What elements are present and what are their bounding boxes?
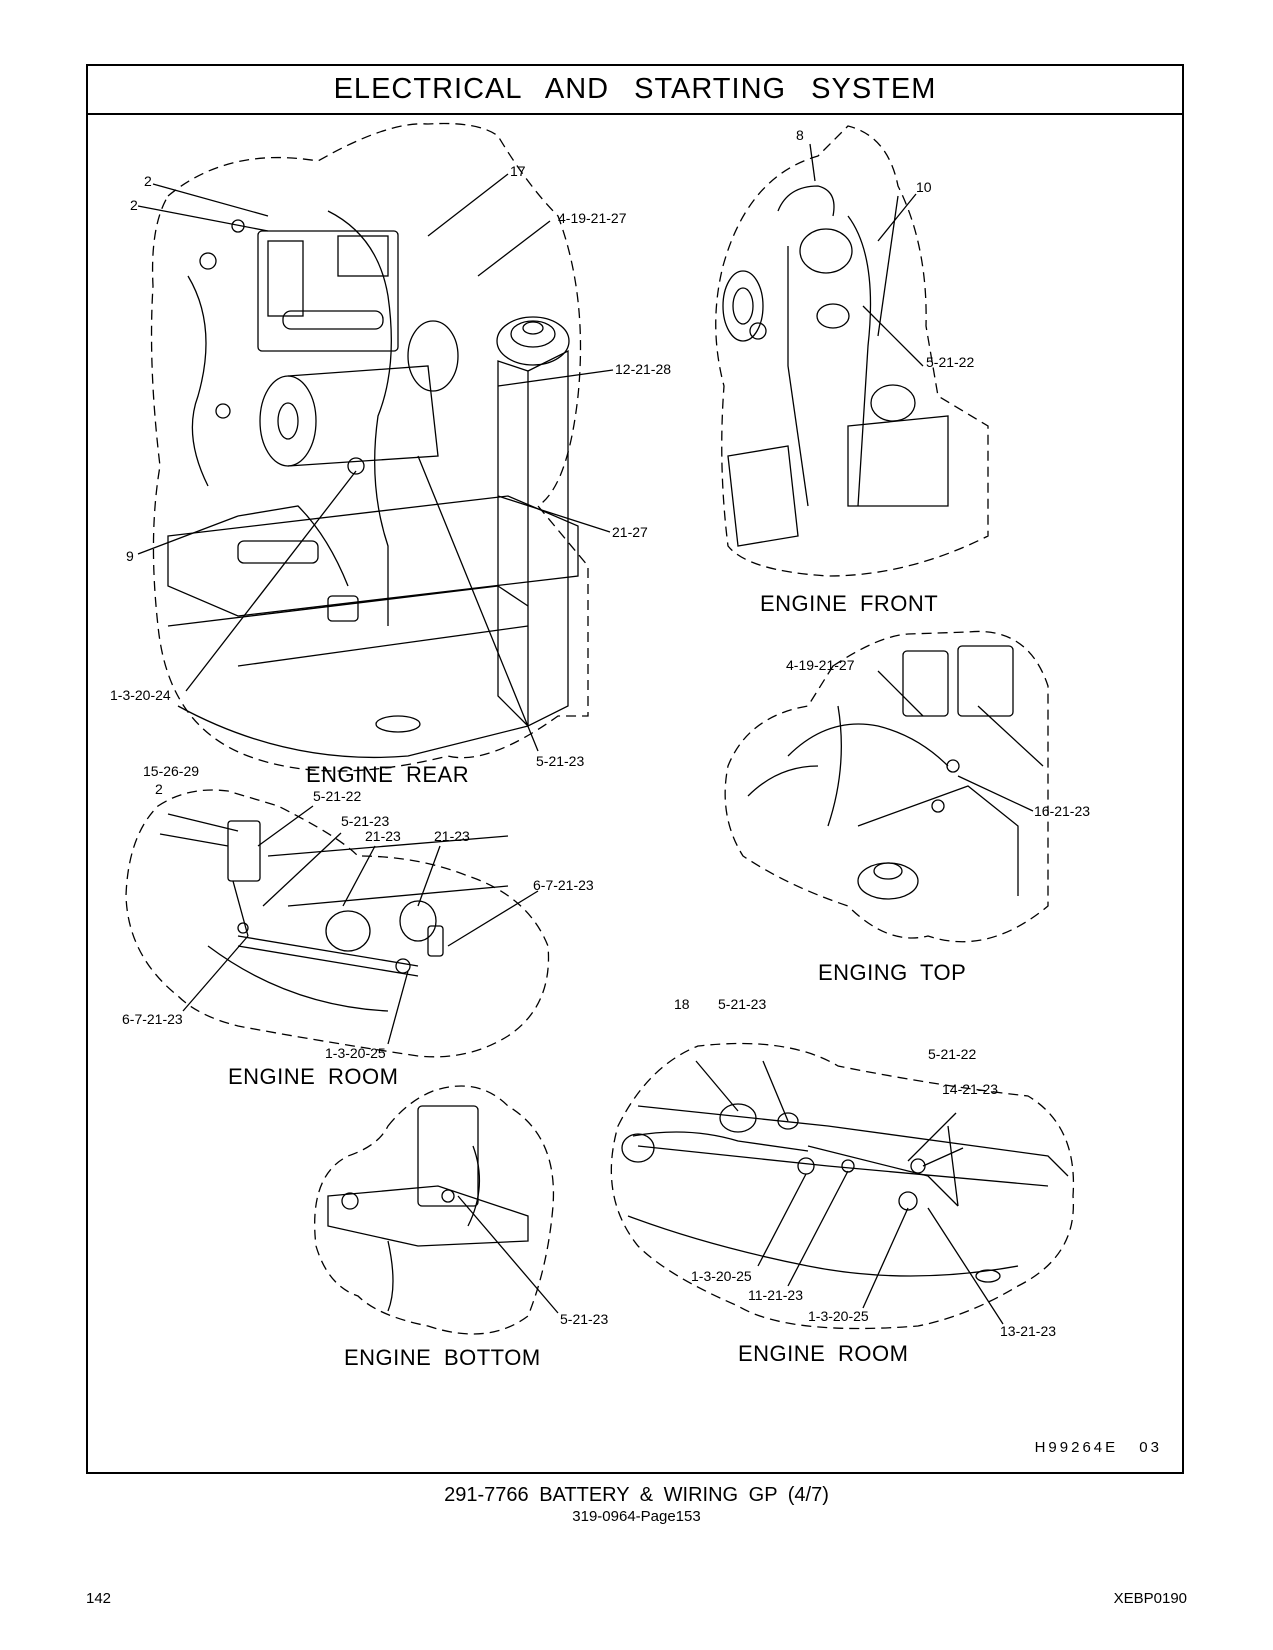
caption-engine-room-left: ENGINE ROOM bbox=[228, 1064, 398, 1089]
callout-roomL-2: 2 bbox=[155, 781, 163, 797]
engine-room-right-view bbox=[610, 1042, 1075, 1330]
callout-front-3: 5-21-22 bbox=[926, 354, 974, 370]
callout-roomL-9: 1-3-20-25 bbox=[325, 1045, 386, 1061]
illustration-reference-code: H99264E 03 bbox=[1034, 1439, 1162, 1456]
callout-rear-5: 12-21-28 bbox=[615, 361, 671, 377]
callout-roomL-1: 15-26-29 bbox=[143, 763, 199, 779]
callout-roomR-1: 18 bbox=[674, 996, 690, 1012]
callout-bottom-1: 5-21-23 bbox=[560, 1311, 608, 1327]
callout-front-2: 10 bbox=[916, 179, 932, 195]
caption-engine-top: ENGING TOP bbox=[818, 960, 966, 985]
callout-rear-9: 5-21-23 bbox=[536, 753, 584, 769]
callout-top-1: 4-19-21-27 bbox=[786, 657, 855, 673]
engine-bottom-view bbox=[314, 1085, 559, 1335]
callout-roomL-3: 5-21-22 bbox=[313, 788, 361, 804]
title-bar: ELECTRICAL AND STARTING SYSTEM bbox=[88, 66, 1182, 115]
caption-engine-room-right: ENGINE ROOM bbox=[738, 1341, 908, 1366]
engine-front-view bbox=[715, 125, 989, 577]
engine-top-view bbox=[724, 630, 1049, 943]
callout-roomR-3: 5-21-22 bbox=[928, 1046, 976, 1062]
callout-roomL-5: 21-23 bbox=[365, 828, 401, 844]
callout-roomR-2: 5-21-23 bbox=[718, 996, 766, 1012]
callout-roomR-5: 1-3-20-25 bbox=[691, 1268, 752, 1284]
document-code: XEBP0190 bbox=[1113, 1590, 1187, 1607]
page-reference: 319-0964-Page153 bbox=[572, 1508, 701, 1525]
callout-rear-2: 2 bbox=[130, 197, 138, 213]
callout-rear-4: 4-19-21-27 bbox=[558, 210, 627, 226]
engine-rear-view bbox=[137, 122, 614, 772]
callout-roomR-7: 1-3-20-25 bbox=[808, 1308, 869, 1324]
page-number: 142 bbox=[86, 1590, 112, 1607]
callout-roomL-8: 6-7-21-23 bbox=[122, 1011, 183, 1027]
caption-engine-bottom: ENGINE BOTTOM bbox=[344, 1345, 541, 1370]
engine-room-left-view bbox=[125, 789, 550, 1058]
callout-rear-3: 17 bbox=[510, 163, 526, 179]
callout-front-1: 8 bbox=[796, 127, 804, 143]
callout-rear-1: 2 bbox=[144, 173, 152, 189]
caption-engine-front: ENGINE FRONT bbox=[760, 591, 938, 616]
part-group-title: 291-7766 BATTERY & WIRING GP (4/7) bbox=[444, 1484, 829, 1506]
callout-rear-7: 9 bbox=[126, 548, 134, 564]
parts-illustration: 2 2 17 4-19-21-27 12-21-28 21-27 9 1-3-2… bbox=[110, 122, 1090, 1370]
callout-top-2: 16-21-23 bbox=[1034, 803, 1090, 819]
page-title: ELECTRICAL AND STARTING SYSTEM bbox=[333, 73, 937, 105]
callout-rear-8: 1-3-20-24 bbox=[110, 687, 171, 703]
callout-roomL-7: 6-7-21-23 bbox=[533, 877, 594, 893]
callout-roomR-6: 11-21-23 bbox=[748, 1287, 803, 1303]
callout-rear-6: 21-27 bbox=[612, 524, 648, 540]
diagram-frame: ELECTRICAL AND STARTING SYSTEM bbox=[86, 64, 1184, 1474]
caption-engine-rear: ENGINE REAR bbox=[306, 762, 469, 787]
callout-roomL-6: 21-23 bbox=[434, 828, 470, 844]
callout-roomR-4: 14-21-23 bbox=[942, 1081, 998, 1097]
callout-roomR-8: 13-21-23 bbox=[1000, 1323, 1056, 1339]
callout-roomL-4: 5-21-23 bbox=[341, 813, 389, 829]
